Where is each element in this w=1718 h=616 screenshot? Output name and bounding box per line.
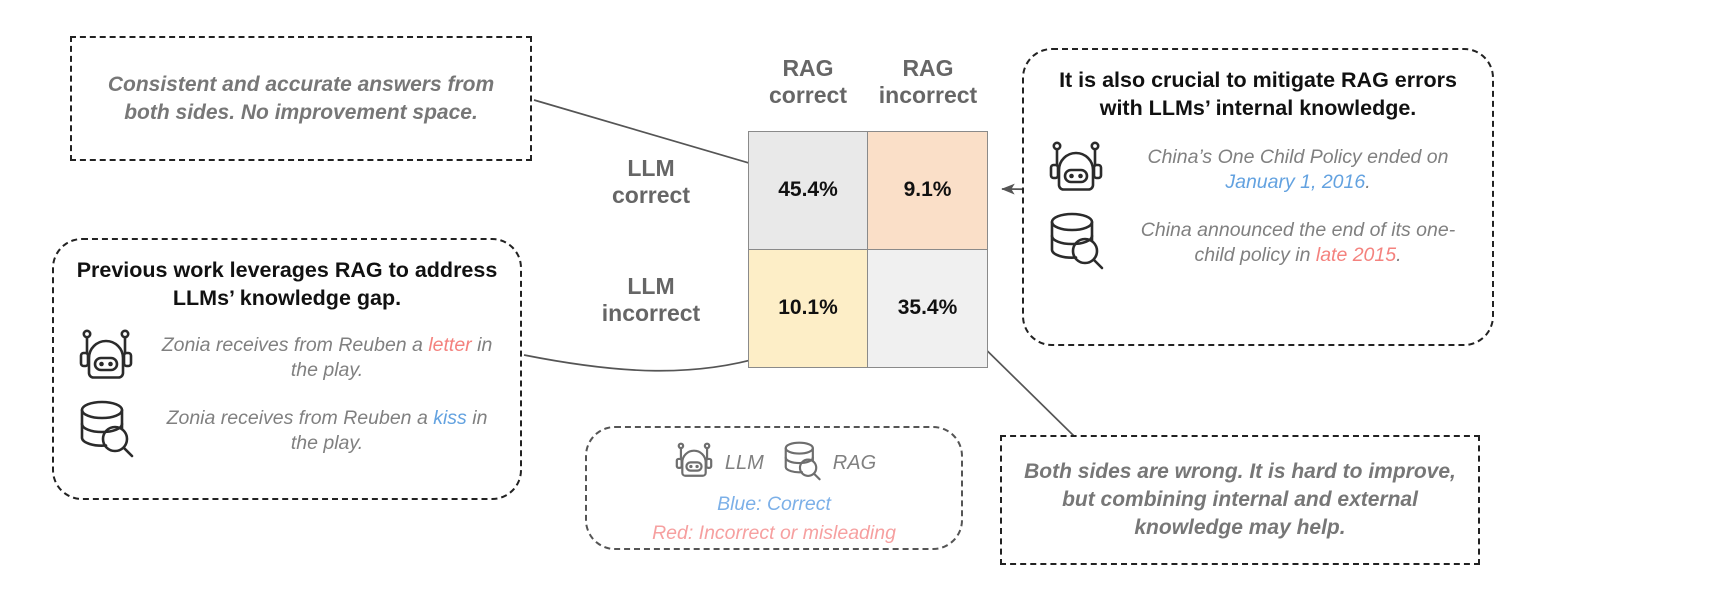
callout-consistent-text: Consistent and accurate answers from bot… [107,72,495,124]
column-header-rag-correct-line2: correct [769,82,847,109]
cell-llm-correct-rag-incorrect: 9.1% [868,132,987,250]
previous-rag-highlight: kiss [433,406,467,429]
previous-rag-suffix: in the play. [290,406,488,455]
previous-llm-example: Zonia receives from Reuben a letter in t… [154,333,500,384]
database-search-icon [1044,210,1108,277]
legend-box: LLM RAG Blue: Correct Red: Incorrect or [585,426,963,550]
crucial-llm-example: China’s One Child Policy ended on Januar… [1124,145,1472,196]
row-header-llm-correct-line2: correct [612,182,690,209]
legend-icon-row: LLM RAG [597,440,951,487]
legend-item-llm: LLM [672,441,764,486]
callout-previous-work: Previous work leverages RAG to address L… [52,238,522,500]
callout-crucial: It is also crucial to mitigate RAG error… [1022,48,1494,346]
cell-llm-incorrect-rag-incorrect: 35.4% [868,249,987,367]
previous-llm-highlight: letter [428,333,472,356]
database-search-icon [780,440,824,487]
previous-llm-prefix: Zonia receives from Reuben a [161,333,429,356]
cell-llm-incorrect-rag-correct: 10.1% [749,249,868,367]
column-header-rag-correct-line1: RAG [782,55,834,81]
crucial-llm-row: China’s One Child Policy ended on Januar… [1044,139,1472,202]
legend-red-meaning: Red: Incorrect or misleading [652,522,896,544]
row-header-llm-incorrect: LLM incorrect [581,273,721,327]
crucial-rag-example: China announced the end of its one-child… [1124,218,1472,269]
crucial-rag-highlight: late 2015 [1315,244,1397,267]
column-header-rag-incorrect: RAG incorrect [868,55,988,109]
crucial-llm-suffix: . [1365,171,1371,194]
legend-item-rag: RAG [780,440,876,487]
row-header-llm-incorrect-line1: LLM [627,273,675,299]
cell-llm-correct-rag-correct: 45.4% [749,132,868,250]
crucial-rag-prefix: China announced the end of its one-child… [1140,218,1456,267]
callout-both-wrong: Both sides are wrong. It is hard to impr… [1000,435,1480,565]
callout-both-wrong-text: Both sides are wrong. It is hard to impr… [1024,460,1456,539]
column-header-rag-incorrect-line1: RAG [902,55,954,81]
crucial-rag-row: China announced the end of its one-child… [1044,210,1472,277]
callout-consistent: Consistent and accurate answers from bot… [70,36,532,161]
robot-icon [74,327,138,390]
previous-rag-row: Zonia receives from Reuben a kiss in the… [74,398,500,465]
row-header-llm-incorrect-line2: incorrect [601,300,701,327]
database-search-icon [74,398,138,465]
legend-label-rag: RAG [832,452,877,474]
row-header-llm-correct-line1: LLM [627,155,675,181]
callout-previous-work-headline: Previous work leverages RAG to address L… [76,258,498,311]
previous-rag-example: Zonia receives from Reuben a kiss in the… [154,406,500,457]
robot-icon [1044,139,1108,202]
crucial-llm-prefix: China’s One Child Policy ended on [1147,145,1449,168]
column-header-rag-correct: RAG correct [748,55,868,109]
robot-icon [672,441,716,486]
crucial-rag-suffix: . [1396,244,1402,267]
previous-rag-prefix: Zonia receives from Reuben a [166,406,434,429]
row-header-llm-correct: LLM correct [581,155,721,209]
crucial-llm-highlight: January 1, 2016 [1225,171,1366,194]
previous-llm-row: Zonia receives from Reuben a letter in t… [74,327,500,390]
legend-label-llm: LLM [724,452,764,474]
callout-crucial-headline: It is also crucial to mitigate RAG error… [1059,68,1457,121]
legend-blue-meaning: Blue: Correct [717,493,831,515]
column-header-rag-incorrect-line2: incorrect [878,82,978,109]
previous-llm-suffix: in the play. [290,333,493,382]
confusion-matrix: 45.4% 9.1% 10.1% 35.4% [748,131,988,368]
